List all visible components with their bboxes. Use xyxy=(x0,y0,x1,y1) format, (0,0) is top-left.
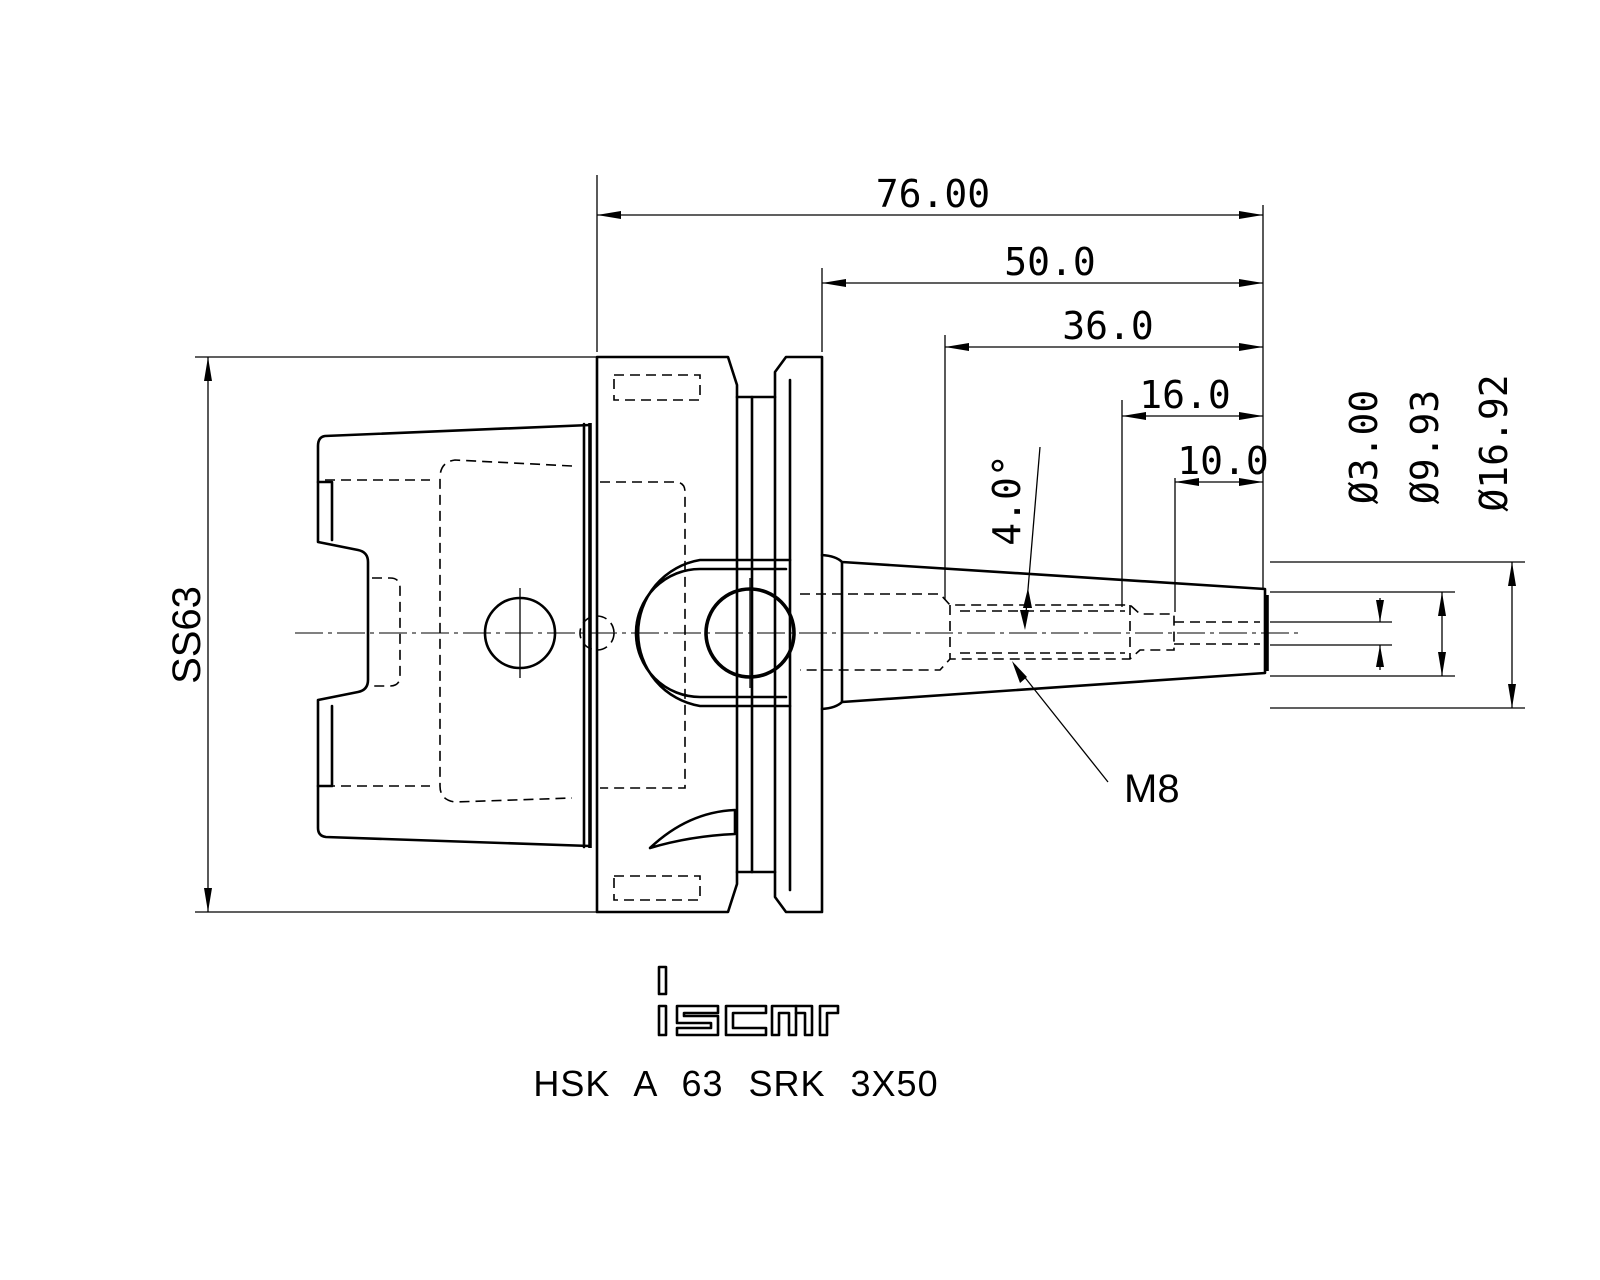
dim-flange-size: SS63 xyxy=(165,586,209,684)
flange xyxy=(582,355,824,914)
dim-dia-16: Ø16.92 xyxy=(1472,374,1516,511)
dim-dia-9: Ø9.93 xyxy=(1403,390,1447,504)
shrink-cone xyxy=(800,553,1269,711)
dim-projection-length: 50.0 xyxy=(1004,240,1096,284)
dimension-lines xyxy=(204,211,1516,912)
part-designation: HSK A 63 SRK 3X50 xyxy=(533,1063,938,1104)
hsk-shank xyxy=(316,423,615,848)
dim-length-36: 36.0 xyxy=(1062,304,1154,348)
dim-length-10: 10.0 xyxy=(1177,439,1269,483)
dim-dia-3: Ø3.00 xyxy=(1342,390,1386,504)
thread-callout: M8 xyxy=(1124,767,1180,811)
iscar-logo xyxy=(657,965,840,1037)
dim-overall-length: 76.00 xyxy=(876,172,990,216)
extension-lines xyxy=(195,175,1525,913)
dim-taper-angle: 4.0° xyxy=(985,454,1029,546)
dim-length-16: 16.0 xyxy=(1139,373,1231,417)
